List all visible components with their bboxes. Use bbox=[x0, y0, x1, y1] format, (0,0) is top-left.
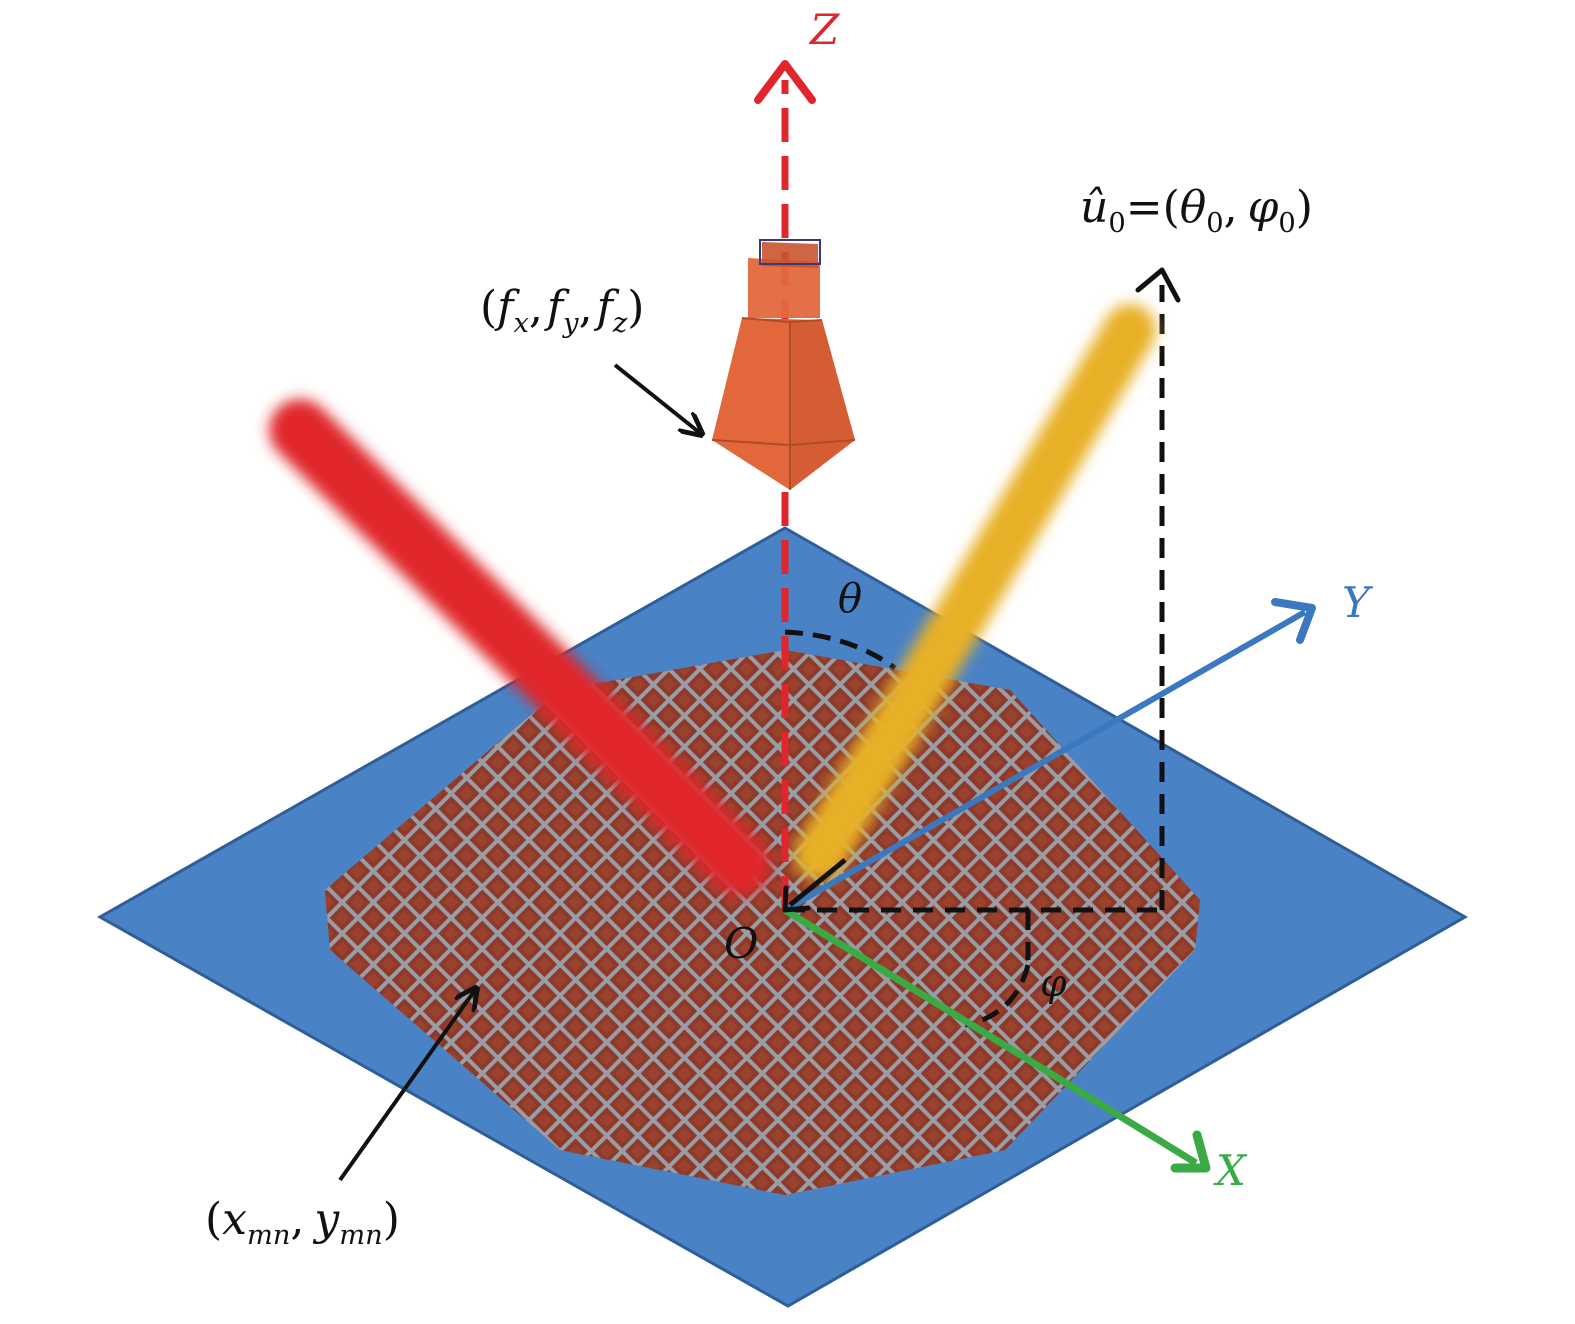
feed-position-label: (fx,fy,fz) bbox=[480, 282, 644, 339]
element-position-label: (xmn,ymn) bbox=[205, 1194, 400, 1251]
y-axis-arrowhead bbox=[1271, 598, 1316, 644]
x-axis-label: X bbox=[1213, 1146, 1248, 1195]
origin-arrowhead bbox=[782, 885, 811, 913]
reflected-beam bbox=[794, 304, 1156, 881]
z-axis-label: Z bbox=[808, 5, 840, 54]
origin-label: O bbox=[724, 919, 758, 968]
y-axis-line bbox=[783, 609, 1307, 913]
y-axis-label: Y bbox=[1342, 578, 1374, 627]
x-axis-arrowhead bbox=[1170, 1130, 1211, 1173]
feed-horn bbox=[711, 239, 856, 490]
feed-pointer-arrow bbox=[613, 363, 700, 433]
origin-arrow-line bbox=[788, 858, 847, 907]
x-axis-line bbox=[783, 907, 1198, 1166]
phi-arc bbox=[964, 964, 1031, 1028]
z-axis-arrowhead bbox=[754, 60, 816, 104]
beam-direction-label: û0=(θ0,φ0) bbox=[1080, 182, 1313, 239]
incident-beam bbox=[269, 399, 771, 896]
phi-label: φ bbox=[1040, 961, 1067, 1005]
theta-arc bbox=[784, 629, 897, 671]
element-pointer-arrow bbox=[338, 990, 475, 1182]
reflectarray-elements bbox=[325, 650, 1200, 1195]
dashed-projection-lines bbox=[785, 285, 1165, 960]
theta-label: θ bbox=[838, 576, 862, 622]
beam-direction-arrowhead bbox=[1135, 267, 1181, 303]
